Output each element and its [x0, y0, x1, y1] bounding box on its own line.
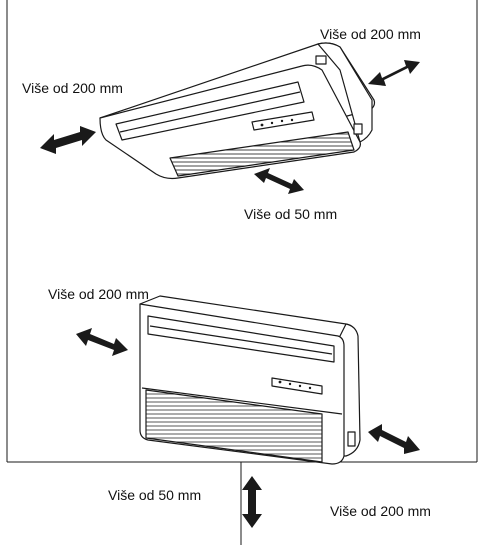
- arrow-top-left: [40, 126, 96, 154]
- ceiling-unit-louver-line: [119, 91, 301, 133]
- ceiling-unit-top-bracket: [315, 55, 327, 65]
- arrow-top-right: [368, 60, 420, 86]
- ceiling-unit-louver: [115, 81, 305, 141]
- floor-unit: [139, 295, 361, 465]
- floor-unit-divider: [141, 387, 343, 415]
- arrow-bottom-vertical: [242, 476, 262, 528]
- ceiling-unit-control-dots: [260, 118, 294, 127]
- floor-unit-louver: [147, 315, 335, 363]
- label-bottom-right-clearance: Više od 200 mm: [330, 503, 431, 519]
- label-top-left-clearance: Više od 200 mm: [22, 80, 123, 96]
- arrow-top-front: [254, 168, 304, 194]
- ceiling-unit: [99, 42, 376, 180]
- floor-unit-control-strip: [271, 377, 323, 395]
- floor-unit-control-dots: [278, 380, 312, 390]
- label-top-front-clearance: Više od 50 mm: [244, 206, 338, 222]
- ceiling-unit-bracket: [353, 123, 363, 135]
- ceiling-unit-grille: [169, 131, 355, 177]
- arrow-bottom-right: [368, 424, 420, 454]
- label-bottom-left-clearance: Više od 200 mm: [48, 286, 149, 302]
- label-top-right-clearance: Više od 200 mm: [320, 26, 421, 42]
- floor-unit-side-vent: [347, 431, 356, 447]
- floor-unit-louver-line: [149, 325, 333, 355]
- label-bottom-vertical-clearance: Više od 50 mm: [108, 487, 202, 503]
- floor-unit-grille: [145, 389, 323, 463]
- arrow-bottom-left: [76, 328, 128, 356]
- ceiling-unit-side-face: [317, 42, 373, 143]
